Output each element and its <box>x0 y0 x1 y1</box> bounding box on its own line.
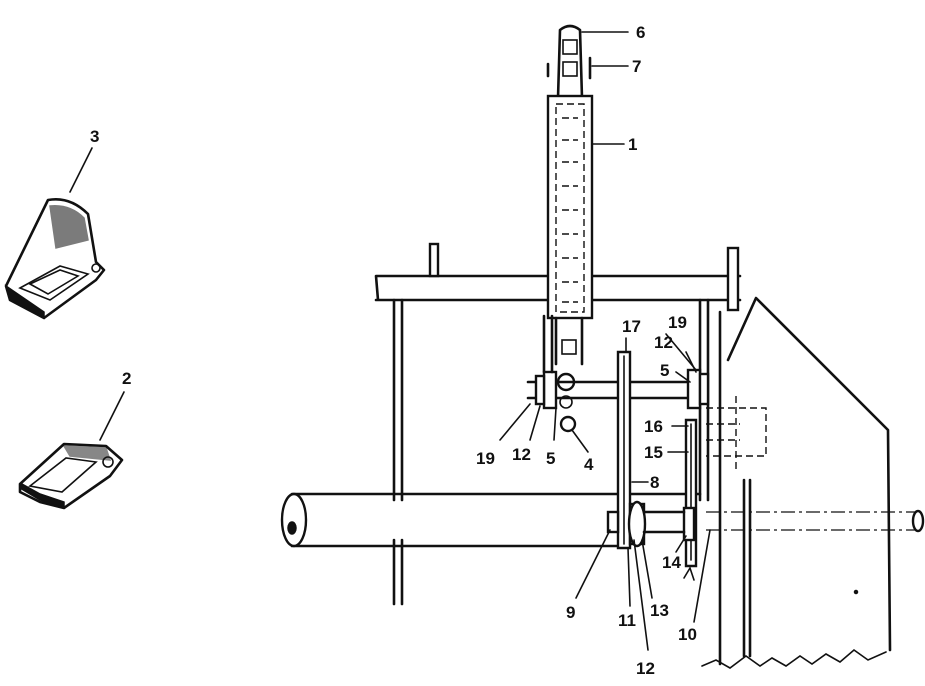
side-plate <box>683 296 892 669</box>
callout-14: 14 <box>662 553 681 572</box>
chain-assembly <box>546 24 594 433</box>
callout-16: 16 <box>644 417 663 436</box>
callout-13: 13 <box>650 601 669 620</box>
callout-10: 10 <box>678 625 697 644</box>
callout-12-bottom: 12 <box>636 659 655 678</box>
callout-3: 3 <box>90 127 99 146</box>
callout-labels: 6 7 1 3 2 17 19 12 5 16 15 19 12 5 4 8 1… <box>90 23 697 678</box>
callout-2: 2 <box>122 369 131 388</box>
callout-5-lower: 5 <box>546 449 555 468</box>
part-2-flat-link <box>18 391 125 510</box>
callout-19-lower: 19 <box>476 449 495 468</box>
callout-8: 8 <box>650 473 659 492</box>
callout-17: 17 <box>622 317 641 336</box>
part-3-link-with-upright <box>4 147 106 320</box>
callout-4: 4 <box>584 455 594 474</box>
leader-lines <box>499 31 711 651</box>
callout-6: 6 <box>636 23 645 42</box>
lower-sprockets <box>606 500 696 548</box>
callout-15: 15 <box>644 443 663 462</box>
callout-12-upper: 12 <box>654 333 673 352</box>
frame <box>280 242 925 606</box>
callout-1: 1 <box>628 135 637 154</box>
callout-19-upper: 19 <box>668 313 687 332</box>
callout-9: 9 <box>566 603 575 622</box>
callout-5-upper: 5 <box>660 361 669 380</box>
callout-7: 7 <box>632 57 641 76</box>
callout-12-lower: 12 <box>512 445 531 464</box>
callout-11: 11 <box>618 611 636 630</box>
